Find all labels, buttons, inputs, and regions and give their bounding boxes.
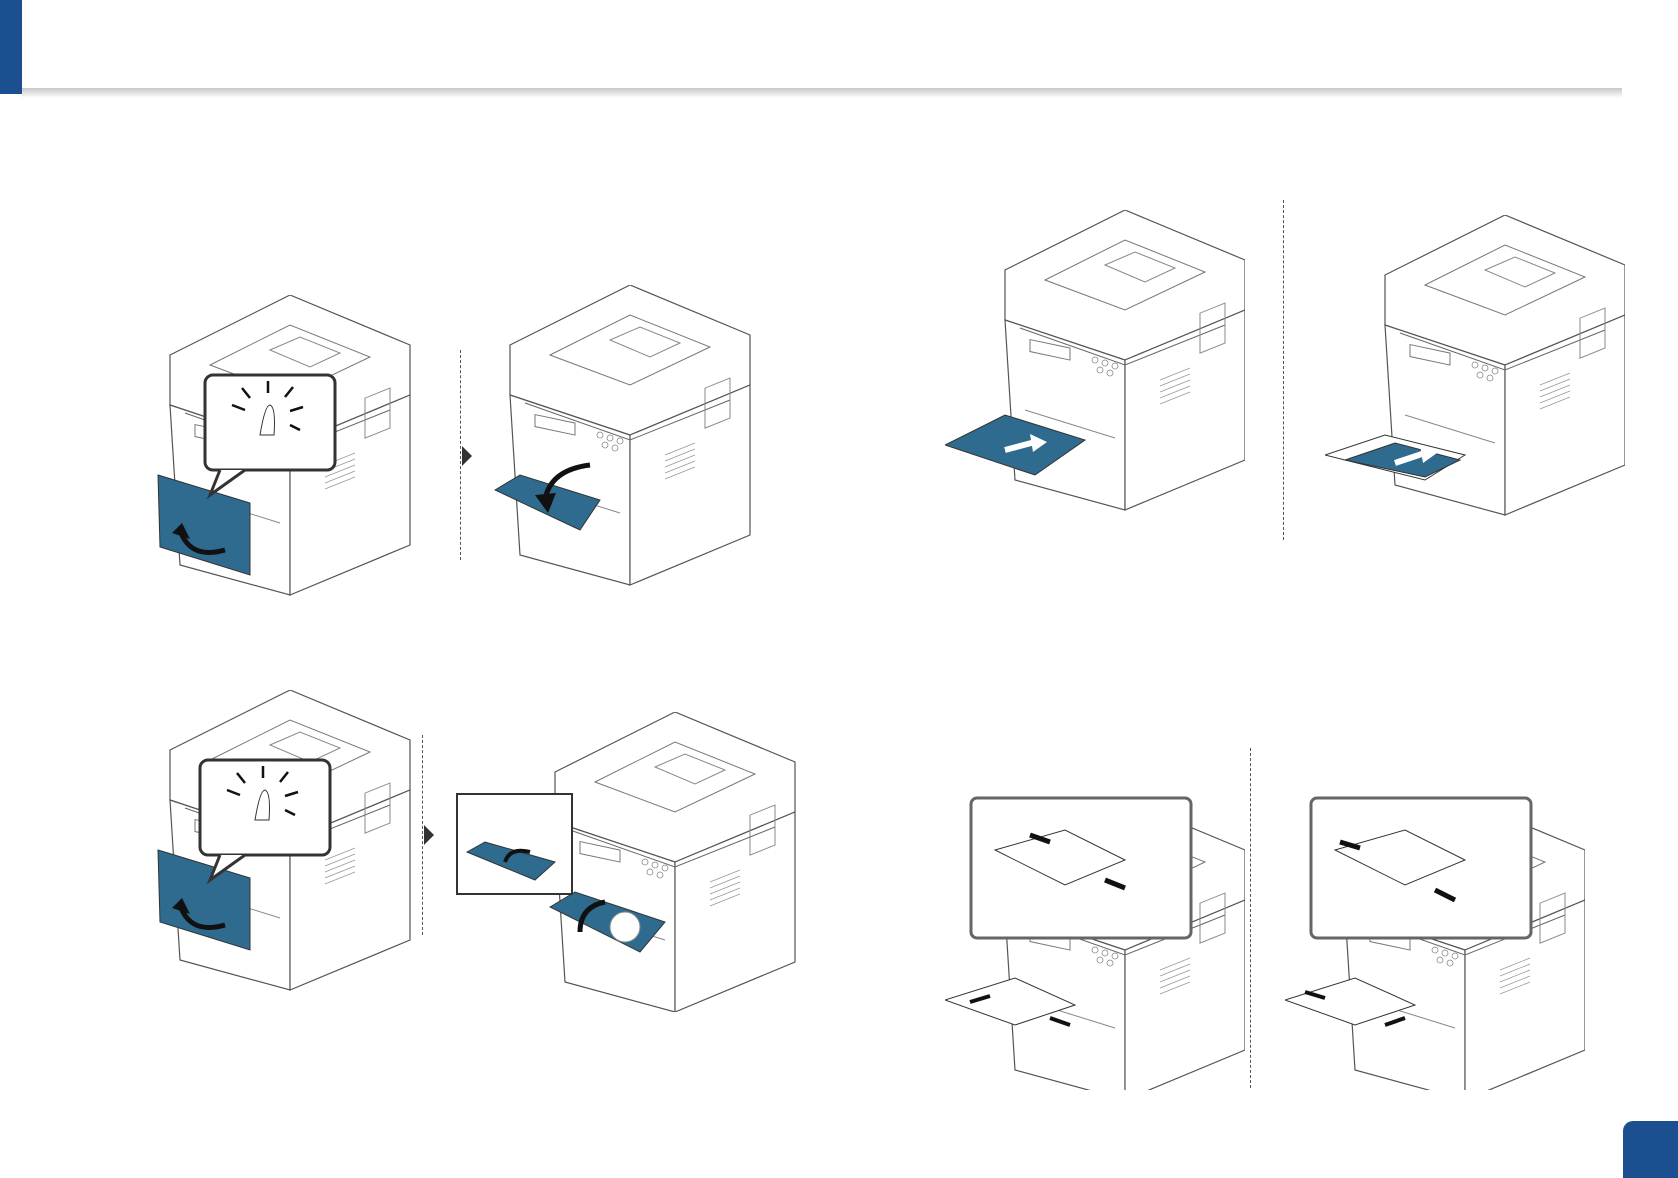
step-divider — [460, 350, 461, 560]
step-divider — [1283, 200, 1284, 540]
printer-insert-paper-icon — [945, 210, 1245, 530]
printer-insert-paper-icon — [1325, 215, 1625, 535]
printer-tray-open-icon — [490, 285, 770, 595]
printer-extend-tray-icon — [455, 712, 815, 1012]
header-tab — [0, 0, 22, 94]
printer-adjust-guides-icon — [945, 760, 1245, 1090]
printer-adjust-guides-icon — [1285, 760, 1585, 1090]
next-step-arrow-icon — [424, 825, 434, 845]
next-step-arrow-icon — [462, 446, 472, 466]
printer-press-button-icon — [150, 295, 430, 605]
printer-press-button-icon — [150, 690, 430, 1000]
step-divider — [1250, 748, 1251, 1088]
page-number-badge — [1623, 1121, 1678, 1178]
header-rule — [22, 88, 1622, 98]
step-divider — [422, 735, 423, 935]
